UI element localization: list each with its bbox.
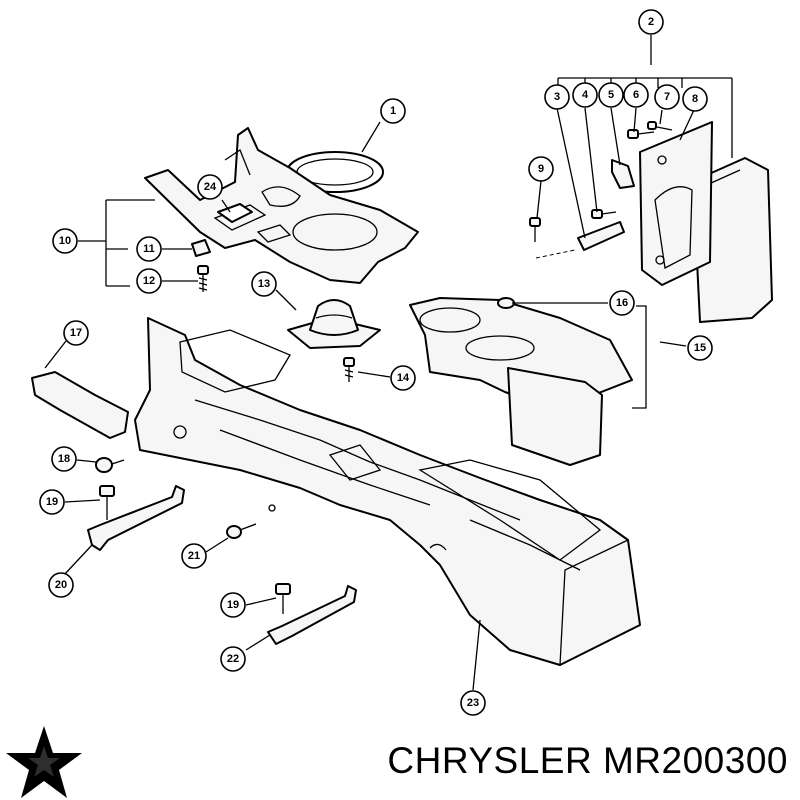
svg-text:4: 4: [582, 89, 589, 101]
console-body-part: [134, 317, 641, 666]
callout-16: 16: [609, 290, 635, 316]
bracket-22-part: [267, 585, 357, 645]
screw-9-part: [529, 217, 541, 242]
bolt-19a-part: [99, 485, 115, 520]
callout-13: 13: [251, 271, 277, 297]
callout-22: 22: [220, 646, 246, 672]
clip-16-part: [497, 297, 515, 309]
callout-20: 20: [48, 572, 74, 598]
callout-5: 5: [598, 82, 624, 108]
callout-24: 24: [197, 174, 223, 200]
hinge-guide-line: [535, 249, 576, 259]
hinge-part: [577, 221, 625, 251]
side-trim-panel-part: [31, 371, 129, 439]
callout-4: 4: [572, 82, 598, 108]
latch-part: [611, 159, 635, 189]
callout-1: 1: [380, 98, 406, 124]
bolt-19b-part: [275, 583, 291, 614]
svg-text:24: 24: [204, 181, 217, 193]
callout-9: 9: [528, 156, 554, 182]
svg-text:3: 3: [554, 91, 560, 103]
svg-text:15: 15: [694, 342, 706, 354]
screw-4-part: [591, 209, 617, 219]
svg-text:17: 17: [70, 327, 82, 339]
callout-6: 6: [623, 82, 649, 108]
callout-23: 23: [460, 690, 486, 716]
callout-17: 17: [63, 320, 89, 346]
shifter-boot-part: [287, 299, 381, 349]
callout-2: 2: [638, 9, 664, 35]
svg-text:19: 19: [46, 496, 58, 508]
svg-text:1: 1: [390, 105, 396, 117]
svg-text:5: 5: [608, 89, 614, 101]
svg-text:21: 21: [188, 550, 200, 562]
svg-text:19: 19: [227, 599, 239, 611]
callout-19a: 19: [39, 489, 65, 515]
callout-11: 11: [136, 236, 162, 262]
callout-12: 12: [136, 268, 162, 294]
clip-part: [191, 239, 211, 257]
svg-text:10: 10: [59, 235, 71, 247]
svg-text:11: 11: [143, 243, 155, 255]
callout-7: 7: [654, 84, 680, 110]
svg-text:14: 14: [397, 372, 410, 384]
svg-text:7: 7: [664, 91, 670, 103]
callout-18: 18: [51, 446, 77, 472]
pentastar-icon: [6, 726, 82, 798]
svg-text:13: 13: [258, 278, 270, 290]
callout-8: 8: [682, 86, 708, 112]
svg-text:12: 12: [143, 275, 155, 287]
svg-text:9: 9: [538, 163, 544, 175]
push-pin-part: [95, 457, 125, 473]
screw-14-part: [343, 357, 355, 382]
svg-text:18: 18: [58, 453, 70, 465]
part-number-caption: CHRYSLER MR200300: [387, 740, 788, 781]
svg-text:2: 2: [648, 16, 654, 28]
screw-21-part: [226, 523, 257, 539]
bracket-20-part: [87, 485, 185, 551]
screw-12-part: [197, 265, 209, 292]
screw-7-part: [647, 121, 673, 131]
svg-text:23: 23: [467, 697, 479, 709]
callout-14: 14: [390, 365, 416, 391]
screw-6-part: [627, 129, 655, 139]
svg-text:8: 8: [692, 93, 698, 105]
switch-insert-part: [217, 203, 253, 223]
lid-inner-panel-part: [639, 121, 713, 286]
svg-text:6: 6: [633, 89, 639, 101]
svg-text:20: 20: [55, 579, 67, 591]
pentastar-shape: [6, 726, 82, 798]
svg-text:22: 22: [227, 653, 239, 665]
callout-3: 3: [544, 84, 570, 110]
cup-holder-part: [409, 297, 633, 466]
callout-15: 15: [687, 335, 713, 361]
svg-text:16: 16: [616, 297, 628, 309]
callout-10: 10: [52, 228, 78, 254]
callout-21: 21: [181, 543, 207, 569]
upper-trim-bezel-part: [144, 127, 419, 284]
callout-19b: 19: [220, 592, 246, 618]
